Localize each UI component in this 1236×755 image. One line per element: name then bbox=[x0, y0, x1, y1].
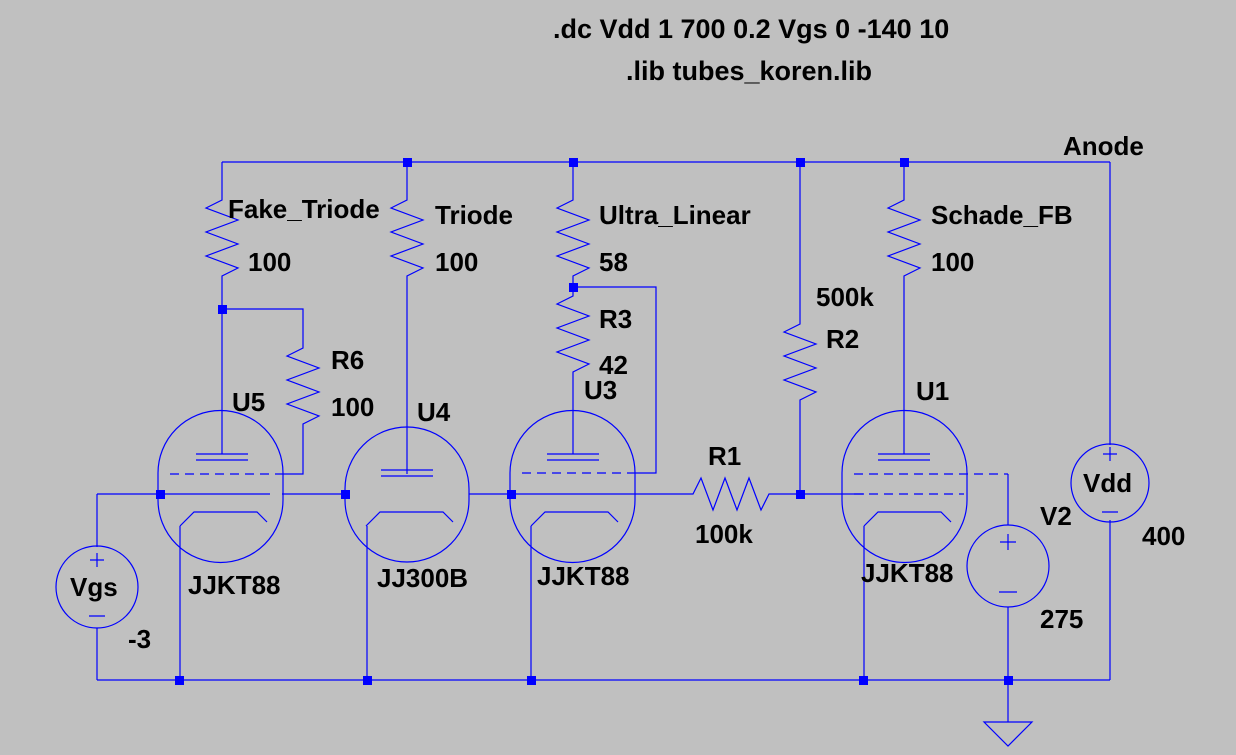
source-v2-value: 275 bbox=[1040, 604, 1083, 634]
voltage-source-vdd[interactable] bbox=[1070, 443, 1150, 523]
junction-dot bbox=[341, 490, 350, 499]
source-vgs-value: -3 bbox=[128, 624, 151, 654]
resistor-fake-triode-value: 100 bbox=[248, 247, 291, 277]
resistor-r1[interactable] bbox=[686, 476, 864, 512]
voltage-source-v2[interactable] bbox=[966, 524, 1050, 608]
tube-u1-name: U1 bbox=[916, 376, 949, 406]
resistor-triode[interactable] bbox=[389, 193, 425, 474]
directive-lib: .lib tubes_koren.lib bbox=[626, 56, 872, 86]
tube-u3-name: U3 bbox=[584, 375, 617, 405]
resistor-triode-name: Triode bbox=[435, 200, 513, 230]
source-vdd-value: 400 bbox=[1142, 521, 1185, 551]
junction-dot bbox=[403, 158, 412, 167]
junction-dot bbox=[859, 676, 868, 685]
tube-u4-model: JJ300B bbox=[377, 563, 468, 593]
resistor-r6[interactable] bbox=[282, 341, 321, 475]
tube-u1-model: JJKT88 bbox=[861, 558, 954, 588]
junction-dot bbox=[796, 490, 805, 499]
resistor-fake-triode[interactable] bbox=[204, 193, 240, 309]
resistor-ultra-linear-value: 58 bbox=[599, 247, 628, 277]
resistor-schade-fb-value: 100 bbox=[931, 247, 974, 277]
tube-u1[interactable] bbox=[841, 409, 1008, 564]
junction-dots bbox=[156, 158, 1013, 685]
junction-dot bbox=[175, 676, 184, 685]
resistor-schade-fb-name: Schade_FB bbox=[931, 200, 1073, 230]
resistor-r2-name: R2 bbox=[826, 324, 859, 354]
resistor-triode-value: 100 bbox=[435, 247, 478, 277]
source-vgs-name: Vgs bbox=[70, 572, 118, 602]
resistor-r6-value: 100 bbox=[331, 392, 374, 422]
resistor-r2[interactable] bbox=[782, 317, 818, 494]
junction-dot bbox=[569, 158, 578, 167]
junction-dot bbox=[507, 490, 516, 499]
junction-dot bbox=[796, 158, 805, 167]
resistor-r1-name: R1 bbox=[708, 441, 741, 471]
resistor-schade-fb[interactable] bbox=[886, 193, 922, 454]
resistor-ultra-linear[interactable] bbox=[555, 193, 591, 287]
resistor-r3-name: R3 bbox=[599, 304, 632, 334]
tube-u5-name: U5 bbox=[232, 387, 265, 417]
junction-dot bbox=[156, 490, 165, 499]
resistor-r3-value: 42 bbox=[599, 350, 628, 380]
wire-ul-tap bbox=[573, 286, 657, 474]
junction-dot bbox=[363, 676, 372, 685]
resistor-r1-value: 100k bbox=[695, 519, 753, 549]
directive-dc: .dc Vdd 1 700 0.2 Vgs 0 -140 10 bbox=[553, 14, 949, 44]
resistor-r3[interactable] bbox=[555, 287, 591, 454]
tube-u5[interactable] bbox=[157, 409, 284, 564]
resistor-fake-triode-name: Fake_Triode bbox=[228, 194, 380, 224]
junction-dot bbox=[900, 158, 909, 167]
source-v2-name: V2 bbox=[1040, 501, 1072, 531]
tube-u4[interactable] bbox=[344, 426, 470, 563]
net-label-anode: Anode bbox=[1063, 131, 1144, 161]
tube-u3-model: JJKT88 bbox=[537, 561, 630, 591]
ground-icon bbox=[982, 721, 1034, 747]
junction-dot bbox=[1004, 676, 1013, 685]
resistor-r2-value: 500k bbox=[816, 282, 874, 312]
tube-u3[interactable] bbox=[509, 409, 636, 564]
junction-dot bbox=[218, 305, 227, 314]
junction-dot bbox=[569, 283, 578, 292]
resistor-r6-name: R6 bbox=[331, 345, 364, 375]
resistor-ultra-linear-name: Ultra_Linear bbox=[599, 200, 751, 230]
source-vdd-name: Vdd bbox=[1083, 468, 1132, 498]
wire-fake-triode-node bbox=[222, 308, 304, 341]
junction-dot bbox=[527, 676, 536, 685]
tube-u5-model: JJKT88 bbox=[188, 570, 281, 600]
tube-u4-name: U4 bbox=[417, 397, 451, 427]
